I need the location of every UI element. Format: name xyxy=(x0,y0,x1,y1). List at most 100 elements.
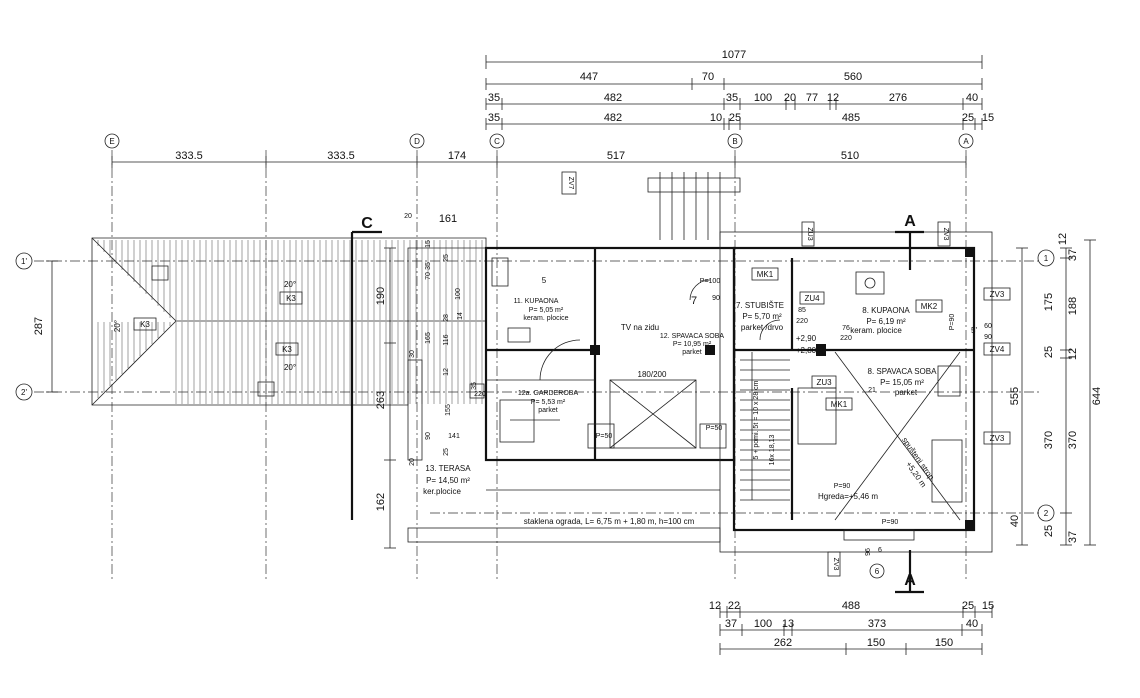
svg-text:15: 15 xyxy=(425,240,432,248)
axis-bubble-d xyxy=(409,133,425,149)
svg-text:11. KUPAONA: 11. KUPAONA xyxy=(514,298,559,305)
svg-text:E: E xyxy=(109,137,114,146)
svg-text:6: 6 xyxy=(878,547,882,554)
dim-333-5b: 333.5 xyxy=(327,150,355,162)
svg-text:MK2: MK2 xyxy=(921,302,938,311)
dim-b13: 13 xyxy=(782,618,794,630)
svg-text:parket: parket xyxy=(682,349,702,356)
svg-text:keram. plocice: keram. plocice xyxy=(523,315,568,322)
room-labels: 11. KUPAONA P= 5,05 m² keram. plocice 12… xyxy=(423,298,937,496)
axis-bubble-b xyxy=(727,133,743,149)
bed xyxy=(609,379,697,449)
misc-dimensions: 20 161 15 25 70 35 100 28 14 165 116 30 … xyxy=(404,213,992,556)
zv4-tag xyxy=(983,342,1011,356)
svg-text:70: 70 xyxy=(425,272,432,280)
bottom-dimensions: 12 22 488 25 15 37 100 13 373 40 262 150… xyxy=(709,600,994,655)
svg-text:ZU3: ZU3 xyxy=(806,227,813,240)
dim-r370b: 370 xyxy=(1067,431,1079,449)
railing-label: staklena ograda, L= 6,75 m + 1,80 m, h=1… xyxy=(524,517,695,526)
fixtures xyxy=(469,271,963,521)
svg-text:220: 220 xyxy=(840,335,852,342)
dim-25a: 25 xyxy=(729,112,741,124)
dim-485: 485 xyxy=(842,112,860,124)
svg-text:20: 20 xyxy=(409,458,416,466)
mk1-tag-a xyxy=(751,267,779,281)
svg-text:161: 161 xyxy=(439,213,457,225)
svg-text:220: 220 xyxy=(796,318,808,325)
svg-text:90: 90 xyxy=(425,432,432,440)
roof-tag-2 xyxy=(133,317,157,331)
dim-b373: 373 xyxy=(868,618,886,630)
svg-text:30: 30 xyxy=(409,350,416,358)
svg-text:D: D xyxy=(414,137,420,146)
dim-b25: 25 xyxy=(962,600,974,612)
dim-517: 517 xyxy=(607,150,625,162)
svg-text:2': 2' xyxy=(21,388,27,397)
dim-162: 162 xyxy=(375,493,387,511)
svg-text:116: 116 xyxy=(443,334,450,345)
svg-text:P= 5,53 m²: P= 5,53 m² xyxy=(531,399,566,406)
zv3-tag-c xyxy=(937,221,951,247)
roof-tag-3 xyxy=(275,342,299,356)
bed-size-label: 180/200 xyxy=(638,370,667,379)
svg-text:parket: parket xyxy=(538,407,558,414)
annotations: TV na zidu 180/200 staklena ograda, L= 6… xyxy=(524,276,977,579)
dim-510: 510 xyxy=(841,150,859,162)
marker-7: 7 xyxy=(691,295,697,307)
svg-text:MK1: MK1 xyxy=(757,270,774,279)
dim-35a: 35 xyxy=(488,92,500,104)
dim-overall: 1077 xyxy=(722,49,746,61)
svg-text:B: B xyxy=(732,137,737,146)
dim-b262: 262 xyxy=(774,637,792,649)
svg-text:12. SPAVACA SOBA: 12. SPAVACA SOBA xyxy=(660,333,725,340)
dim-15: 15 xyxy=(982,112,994,124)
dim-r40: 40 xyxy=(1009,515,1021,527)
dim-r370a: 370 xyxy=(1043,431,1055,449)
svg-text:ZV3: ZV3 xyxy=(942,228,949,241)
dim-r37a: 37 xyxy=(1067,249,1079,261)
dim-r175: 175 xyxy=(1043,293,1055,311)
dim-174: 174 xyxy=(448,150,466,162)
svg-text:155: 155 xyxy=(445,404,452,416)
svg-text:20: 20 xyxy=(404,213,412,220)
svg-text:ZV7: ZV7 xyxy=(567,177,574,190)
room-12a-garderoba: 12a. GARDEROBA P= 5,53 m² parket xyxy=(518,390,579,414)
room-8-kupaona: 8. KUPAONA P= 6,19 m² keram. plocice xyxy=(850,306,910,335)
svg-text:85: 85 xyxy=(798,307,806,314)
marker-5-prime: 5' xyxy=(971,326,977,335)
dim-482a: 482 xyxy=(604,92,622,104)
dim-b488: 488 xyxy=(842,600,860,612)
mk1-tag-b xyxy=(825,397,853,411)
roof-slope-3: 20° xyxy=(284,363,296,372)
stairs-note: 5 + pomi. 5t = 10 x 28 cm xyxy=(753,380,760,459)
dim-r25: 25 xyxy=(1043,346,1055,358)
svg-text:12: 12 xyxy=(443,368,450,376)
dim-r12a: 12 xyxy=(1057,233,1069,245)
dim-b40: 40 xyxy=(966,618,978,630)
room-12-spavaca-soba: 12. SPAVACA SOBA P= 10,95 m² parket xyxy=(660,333,725,356)
dim-287: 287 xyxy=(33,317,45,335)
svg-text:ker.plocice: ker.plocice xyxy=(423,487,461,496)
dim-b37: 37 xyxy=(725,618,737,630)
axis-bubble-1 xyxy=(1037,249,1055,267)
mk2-tag xyxy=(915,299,943,313)
room-13-terasa: 13. TERASA P= 14,50 m² ker.plocice xyxy=(423,464,471,496)
ridge-height: Hgreda=+5,46 m xyxy=(818,492,878,501)
stairs-label: 16x 18,13 xyxy=(769,435,776,466)
dim-100: 100 xyxy=(754,92,772,104)
dim-40: 40 xyxy=(966,92,978,104)
svg-text:1': 1' xyxy=(21,257,27,266)
dim-b15: 15 xyxy=(982,600,994,612)
svg-text:90: 90 xyxy=(984,334,992,341)
svg-text:13. TERASA: 13. TERASA xyxy=(425,464,471,473)
svg-text:P= 5,70 m²: P= 5,70 m² xyxy=(742,312,782,321)
dim-190: 190 xyxy=(375,287,387,305)
axis-bubble-c xyxy=(489,133,505,149)
axis-bubble-2 xyxy=(1037,504,1055,522)
svg-text:MK1: MK1 xyxy=(831,400,848,409)
zu3-tag-b xyxy=(801,221,815,247)
svg-text:K3: K3 xyxy=(286,294,296,303)
dim-b150b: 150 xyxy=(935,637,953,649)
svg-text:60: 60 xyxy=(984,323,992,330)
